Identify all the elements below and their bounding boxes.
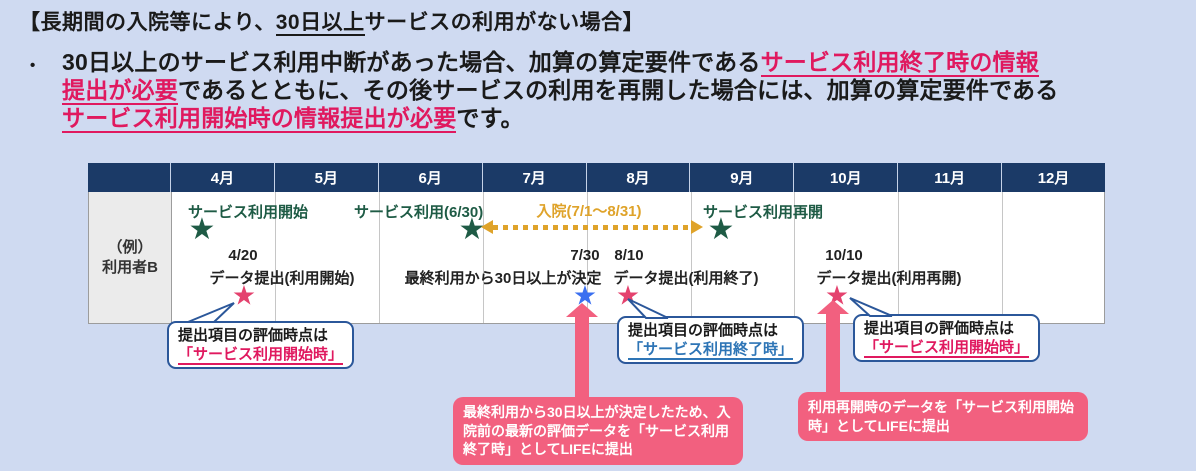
date-0420: 4/20 [228,247,258,264]
callout-line2: 「サービス利用開始時」 [864,339,1030,358]
month-header: 9月 [689,163,793,192]
month-header: 7月 [481,163,586,192]
date-0810: 8/10 [614,247,644,264]
service-use-630-label: サービス利用(6/30) [354,204,484,221]
intro-text: であるとともに、その後サービスの利用を再開した場合には、加算の算定要件である [178,77,1059,103]
submit-start-label: データ提出(利用開始) [209,270,355,287]
service-use-630-star-icon: ★ [458,213,486,246]
service-start-star-icon: ★ [188,213,216,246]
header-spacer-cell [88,163,170,192]
date-0730: 7/30 [570,247,600,264]
callout-tail [187,302,235,323]
note-life-submit-end: 最終利用から30日以上が決定したため、入院前の最新の評価データを「サービス利用終… [453,397,743,465]
note2-arrow-icon [817,300,849,314]
month-header: 6月 [377,163,482,192]
column-divider [587,192,588,323]
intro-emphasis-required: 提出が必要 [62,77,178,105]
submit-end-label: データ提出(利用終了) [613,270,759,287]
column-divider [275,192,276,323]
over30days-label: 最終利用から30日以上が決定 [404,270,602,287]
service-resume-star-icon: ★ [707,213,735,246]
note-life-submit-resume: 利用再開時のデータを「サービス利用開始時」としてLIFEに提出 [798,392,1088,441]
hospitalization-label: 入院(7/1～8/31) [536,203,642,220]
intro-text: 30日以上のサービス利用中断があった場合、加算の算定要件である [62,49,761,75]
intro-paragraph: 30日以上のサービス利用中断があった場合、加算の算定要件であるサービス利用終了時… [62,48,1192,133]
intro-text: です。 [456,105,524,131]
intro-emphasis-start-info: サービス利用開始時の情報提出が必要 [62,105,457,133]
title-pre: 【長期間の入院等により、 [19,11,276,34]
month-header: 8月 [585,163,690,192]
arrowhead-left-icon [481,220,493,234]
submit-start-star-icon: ★ [231,280,257,311]
callout-line2: 「サービス利用終了時」 [628,341,794,360]
column-divider [1002,192,1003,323]
title-post: サービスの利用がない場合】 [364,11,645,34]
month-header: 4月 [170,163,274,192]
month-header: 11月 [897,163,1001,192]
row-label-user-b: （例） 利用者B [89,192,172,323]
callout-line2: 「サービス利用開始時」 [178,346,344,365]
callout-tail [627,298,669,319]
callout-eval-start-2: 提出項目の評価時点は 「サービス利用開始時」 [853,314,1041,362]
note1-arrow-stem [575,316,589,399]
callout-eval-start-1: 提出項目の評価時点は 「サービス利用開始時」 [167,321,355,369]
month-header: 12月 [1001,163,1105,192]
column-divider [483,192,484,323]
timeline-table: 4月 5月 6月 7月 8月 9月 10月 11月 12月 （例） 利用者B [88,163,1105,324]
month-header: 10月 [793,163,897,192]
note2-arrow-stem [826,313,840,394]
timeline-header-row: 4月 5月 6月 7月 8月 9月 10月 11月 12月 [88,163,1105,192]
note1-arrow-icon [566,303,598,317]
title-underlined: 30日以上 [275,11,365,36]
callout-eval-end: 提出項目の評価時点は 「サービス利用終了時」 [617,316,805,364]
month-header: 5月 [273,163,378,192]
column-divider [379,192,380,323]
column-divider [794,192,795,323]
service-resume-label: サービス利用再開 [703,204,824,221]
page-title: 【長期間の入院等により、30日以上サービスの利用がない場合】 [19,6,644,36]
service-start-label: サービス利用開始 [188,204,309,221]
bullet-icon: • [30,57,36,74]
callout-line1: 提出項目の評価時点は [178,327,329,344]
column-divider [898,192,899,323]
callout-line1: 提出項目の評価時点は [628,322,779,339]
date-1010: 10/10 [825,247,863,264]
column-divider [691,192,692,323]
timeline-body: （例） 利用者B サービス利用開始 サービス利用(6/30) 入院(7/1～8/… [88,192,1105,324]
callout-line1: 提出項目の評価時点は [864,320,1015,337]
callout-tail [849,297,893,317]
submit-resume-label: データ提出(利用再開) [816,270,962,287]
row-label-line2: 利用者B [102,258,158,276]
intro-emphasis-end-info: サービス利用終了時の情報 [760,49,1039,77]
arrowhead-right-icon [691,220,703,234]
hospitalization-period-arrow [481,220,703,234]
row-label-line1: （例） [107,238,153,256]
